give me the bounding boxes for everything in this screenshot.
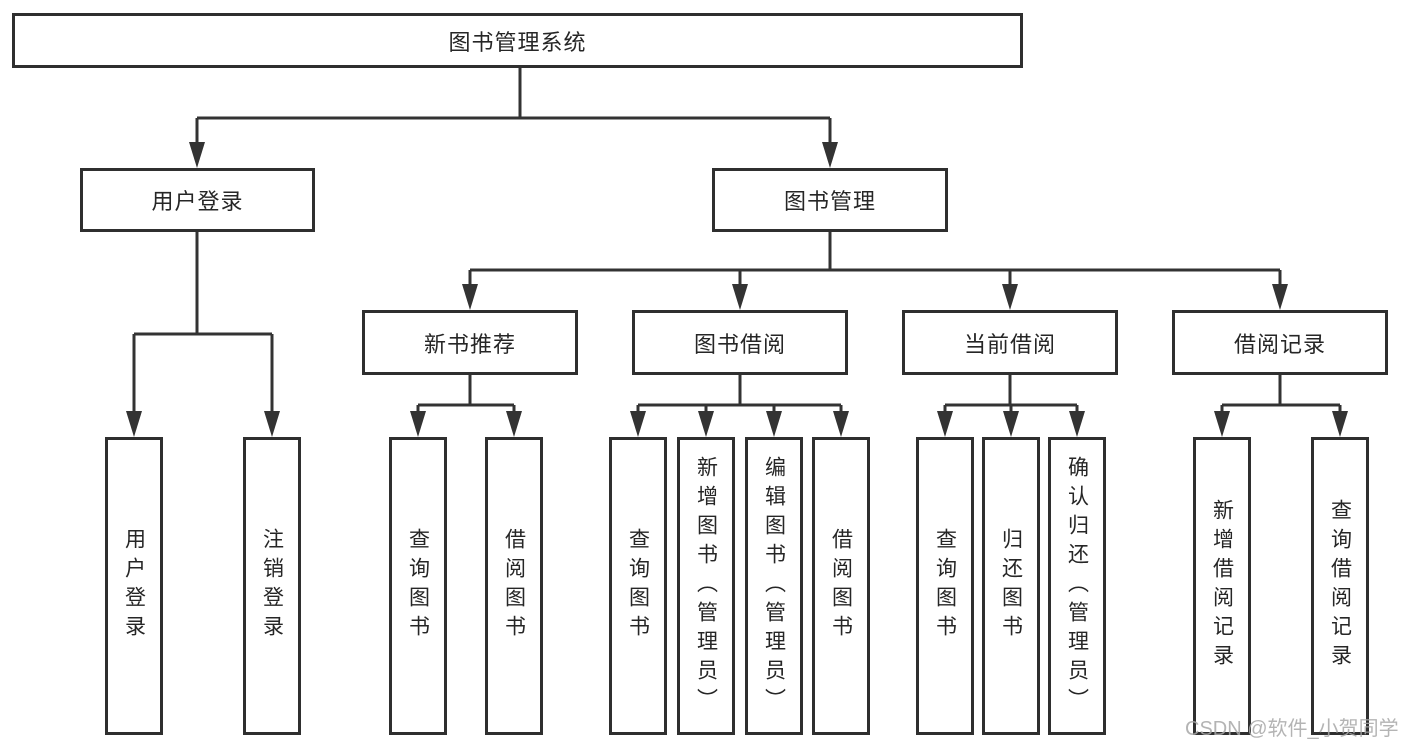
- node-label: 当前借阅: [963, 331, 1056, 357]
- node-borrowing-records: 借阅记录: [1172, 310, 1388, 375]
- node-label: 图书管理系统: [448, 29, 587, 55]
- arrowheads: [126, 142, 1348, 437]
- leaf-label: 查询借阅记录: [1328, 499, 1352, 673]
- leaf-label: 确认归还（管理员）: [1065, 455, 1089, 717]
- leaf-borrow-books: 借阅图书: [812, 437, 870, 735]
- node-label: 图书管理: [783, 189, 876, 214]
- leaf-label: 查询图书: [933, 528, 957, 644]
- leaf-borrow-books: 借阅图书: [485, 437, 543, 735]
- node-root-system: 图书管理系统: [12, 13, 1023, 68]
- leaf-query-borrow-record: 查询借阅记录: [1311, 437, 1369, 735]
- node-current-borrowing: 当前借阅: [902, 310, 1118, 375]
- node-book-borrowing: 图书借阅: [632, 310, 848, 375]
- arrowhead: [1272, 284, 1288, 310]
- arrowhead: [462, 284, 478, 310]
- node-label: 新书推荐: [423, 331, 516, 357]
- arrowhead: [766, 411, 782, 437]
- arrowhead: [1069, 411, 1085, 437]
- arrowhead: [126, 411, 142, 437]
- leaf-label: 查询图书: [406, 528, 430, 644]
- leaf-label: 新增图书（管理员）: [694, 455, 718, 717]
- leaf-add-borrow-record: 新增借阅记录: [1193, 437, 1251, 735]
- node-new-book-recommend: 新书推荐: [362, 310, 578, 375]
- arrowhead: [630, 411, 646, 437]
- leaf-label: 查询图书: [626, 528, 650, 644]
- arrowhead: [189, 142, 205, 168]
- leaf-label: 新增借阅记录: [1210, 499, 1234, 673]
- leaf-edit-books-admin: 编辑图书（管理员）: [745, 437, 803, 735]
- arrowhead: [698, 411, 714, 437]
- leaf-label: 编辑图书（管理员）: [762, 455, 786, 717]
- leaf-label: 借阅图书: [502, 528, 526, 644]
- leaf-query-books: 查询图书: [389, 437, 447, 735]
- node-label: 用户登录: [151, 189, 244, 214]
- arrowhead: [822, 142, 838, 168]
- arrowhead: [1332, 411, 1348, 437]
- arrowhead: [1002, 284, 1018, 310]
- leaf-confirm-return-admin: 确认归还（管理员）: [1048, 437, 1106, 735]
- leaf-label: 归还图书: [999, 528, 1023, 644]
- leaf-query-books: 查询图书: [609, 437, 667, 735]
- leaf-user-login: 用户登录: [105, 437, 163, 735]
- leaf-label: 用户登录: [122, 528, 146, 644]
- leaf-return-books: 归还图书: [982, 437, 1040, 735]
- leaf-add-books-admin: 新增图书（管理员）: [677, 437, 735, 735]
- arrowhead: [937, 411, 953, 437]
- arrowhead: [833, 411, 849, 437]
- leaf-logout: 注销登录: [243, 437, 301, 735]
- node-label: 借阅记录: [1233, 331, 1326, 357]
- arrowhead: [1214, 411, 1230, 437]
- node-label: 图书借阅: [693, 331, 786, 357]
- leaf-label: 注销登录: [260, 528, 284, 644]
- node-book-management: 图书管理: [712, 168, 948, 232]
- arrowhead: [506, 411, 522, 437]
- leaf-label: 借阅图书: [829, 528, 853, 644]
- arrowhead: [410, 411, 426, 437]
- node-user-login: 用户登录: [80, 168, 315, 232]
- arrowhead: [264, 411, 280, 437]
- arrowhead: [732, 284, 748, 310]
- csdn-watermark: CSDN @软件_小贺同学: [1185, 718, 1399, 740]
- arrowhead: [1003, 411, 1019, 437]
- leaf-query-books: 查询图书: [916, 437, 974, 735]
